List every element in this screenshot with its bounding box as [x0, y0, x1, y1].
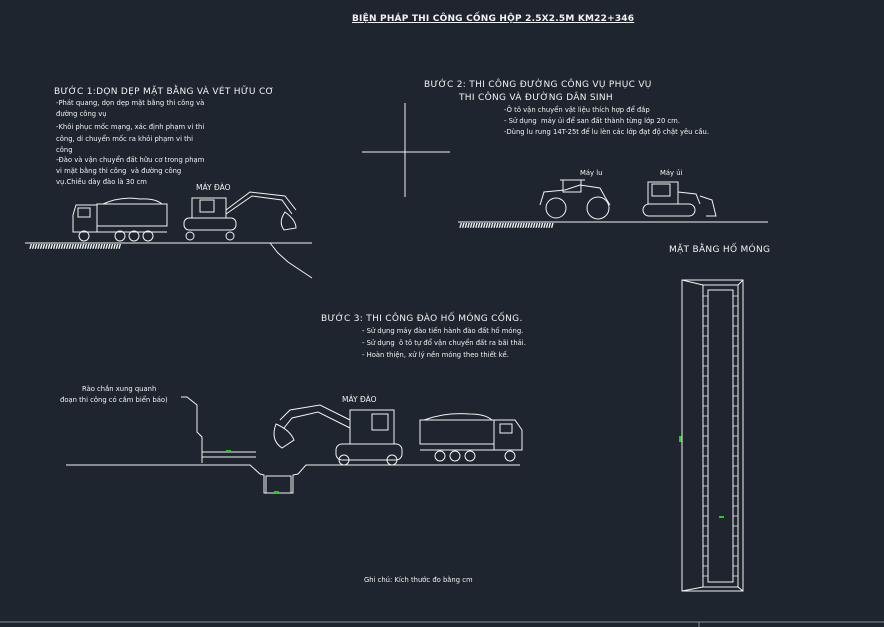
step1-excavator-label: MÁY ĐÀO [196, 183, 231, 192]
dozer-label: Máy ủi [660, 169, 683, 177]
step2-roller-icon [539, 179, 611, 220]
fence-label-line1: Rào chắn xung quanh [82, 385, 157, 393]
step1-line-3: -Khôi phục mốc mạng, xác định phạm vi th… [56, 123, 205, 131]
step1-excavator-icon [183, 191, 297, 241]
step3-excavator-icon [273, 404, 403, 466]
green-markers [226, 436, 724, 518]
step3-dump-truck-icon [419, 413, 523, 462]
step1-line-4: công, di chuyển mốc ra khỏi phạm vi thi [56, 135, 193, 143]
roller-label: Máy lu [580, 169, 603, 177]
step3-fence [181, 396, 256, 463]
svg-text:/ / / / / / / / / / / / / / /: / / / / / / / / / / / / / / / / / / / / … [460, 223, 554, 228]
step2-heading-line1: BƯỚC 2: THI CÔNG ĐƯỜNG CÔNG VỤ PHỤC VỤ [424, 80, 652, 90]
fence-label-line2: đoạn thi công có cắm biển báo) [60, 396, 168, 404]
step1-heading: BƯỚC 1:DỌN DẸP MẶT BẰNG VÀ VÉT HỮU CƠ [54, 87, 275, 97]
step3-ground-and-pit [66, 464, 520, 494]
step3-line-3: - Hoàn thiện, xử lý nền móng theo thiết … [362, 351, 509, 359]
step3-heading: BƯỚC 3: THI CÔNG ĐÀO HỐ MÓNG CỐNG. [321, 314, 523, 324]
svg-text:/ / / / / / / / / / / / / / /: / / / / / / / / / / / / / / / / / / / / … [30, 244, 121, 249]
step1-line-8: vụ.Chiều dày đào là 30 cm [56, 178, 147, 186]
step3-excavator-label: MÁY ĐÀO [342, 395, 377, 404]
step1-line-1: -Phát quang, dọn dẹp mặt bằng thi công v… [56, 99, 205, 107]
step1-line-6: -Đào và vận chuyển đất hữu cơ trong phạm [56, 156, 205, 164]
crosshair-cursor [362, 103, 450, 197]
step1-ground: / / / / / / / / / / / / / / / / / / / / … [25, 242, 313, 279]
step2-ground: / / / / / / / / / / / / / / / / / / / / … [458, 221, 768, 229]
step2-line-3: -Dùng lu rung 14T-25t để lu lèn các lớp … [504, 128, 710, 136]
pit-plan-drawing [681, 279, 744, 592]
step2-dozer-icon [642, 181, 717, 217]
step1-line-2: đường công vụ [56, 110, 107, 118]
step2-line-1: -Ô tô vận chuyển vật liệu thích hợp để đ… [504, 106, 650, 114]
step2-heading-line2: THI CÔNG VÀ ĐƯỜNG DÂN SINH [459, 93, 613, 103]
step3-line-1: - Sử dụng máy đào tiến hành đào đất hố m… [362, 327, 524, 335]
note-text: Ghi chú: Kích thước đo bằng cm [364, 576, 473, 584]
step1-line-5: công [56, 146, 73, 154]
pit-plan-heading: MẶT BẰNG HỐ MÓNG [669, 245, 771, 255]
step3-line-2: - Sử dụng ô tô tự đổ vận chuyển đất ra b… [362, 339, 526, 347]
step1-line-7: vi mặt bằng thi công và đường công [56, 167, 182, 175]
step2-line-2: - Sử dụng máy ủi để san đất thành từng l… [504, 117, 680, 125]
step1-dump-truck-icon [72, 197, 168, 242]
sheet-border [0, 621, 884, 627]
drawing-title: BIỆN PHÁP THI CÔNG CỐNG HỘP 2.5X2.5M KM2… [352, 14, 635, 24]
